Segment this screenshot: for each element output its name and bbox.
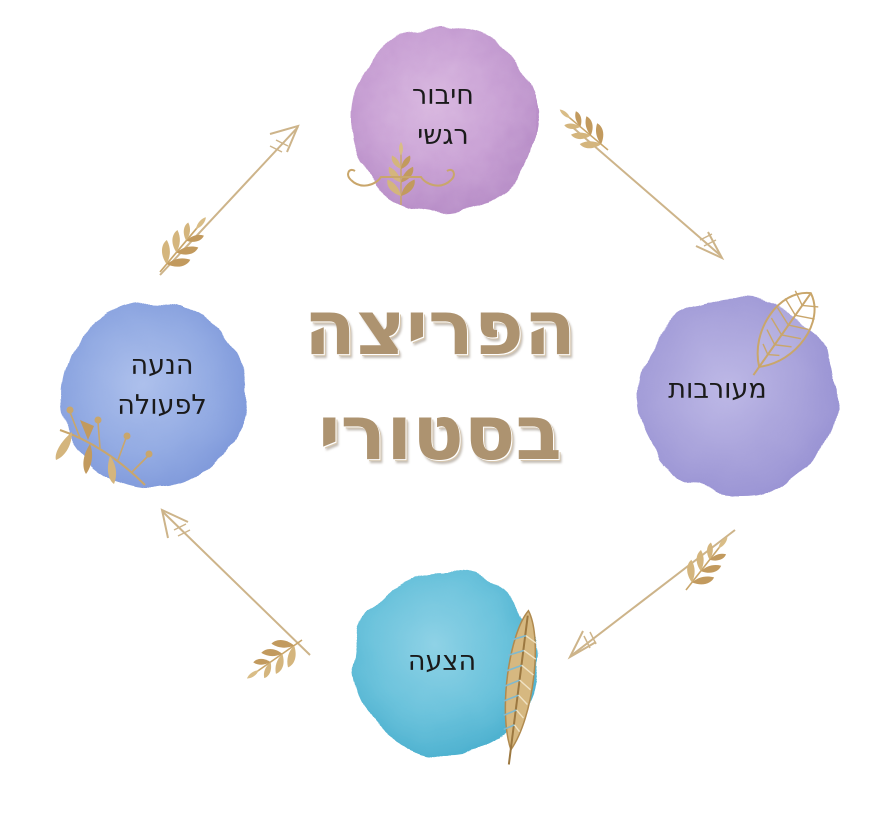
node-label-left-line-2: לפעולה bbox=[117, 390, 207, 421]
node-label-top-line-2: רגשי bbox=[417, 120, 469, 151]
gold-feather-icon bbox=[503, 609, 537, 765]
node-label-top: חיבור רגשי bbox=[378, 76, 508, 156]
node-label-right: מעורבות bbox=[630, 370, 805, 410]
node-circle-top bbox=[350, 28, 536, 214]
node-circle-left bbox=[60, 302, 246, 488]
berry-sprig-icon bbox=[55, 406, 153, 486]
center-title-line-2: בסטורי bbox=[318, 388, 562, 477]
arrow-left-to-top bbox=[147, 124, 300, 283]
sprig-frame-icon bbox=[347, 141, 455, 206]
arrow-right-to-bottom bbox=[567, 527, 740, 660]
node-label-top-line-1: חיבור bbox=[412, 80, 474, 111]
node-label-right-line-1: מעורבות bbox=[668, 374, 767, 405]
node-label-left: הנעה לפעולה bbox=[92, 346, 232, 426]
node-circle-bottom bbox=[353, 571, 539, 757]
center-title-line-1: הפריצה bbox=[303, 283, 577, 372]
node-label-left-line-1: הנעה bbox=[130, 350, 194, 381]
node-label-bottom: הצעה bbox=[382, 642, 502, 682]
node-circle-right bbox=[640, 299, 836, 495]
arrow-bottom-to-left bbox=[160, 508, 312, 692]
feather-outline-icon bbox=[752, 290, 819, 376]
node-label-bottom-line-1: הצעה bbox=[407, 646, 477, 677]
arrow-top-to-right bbox=[550, 98, 725, 261]
